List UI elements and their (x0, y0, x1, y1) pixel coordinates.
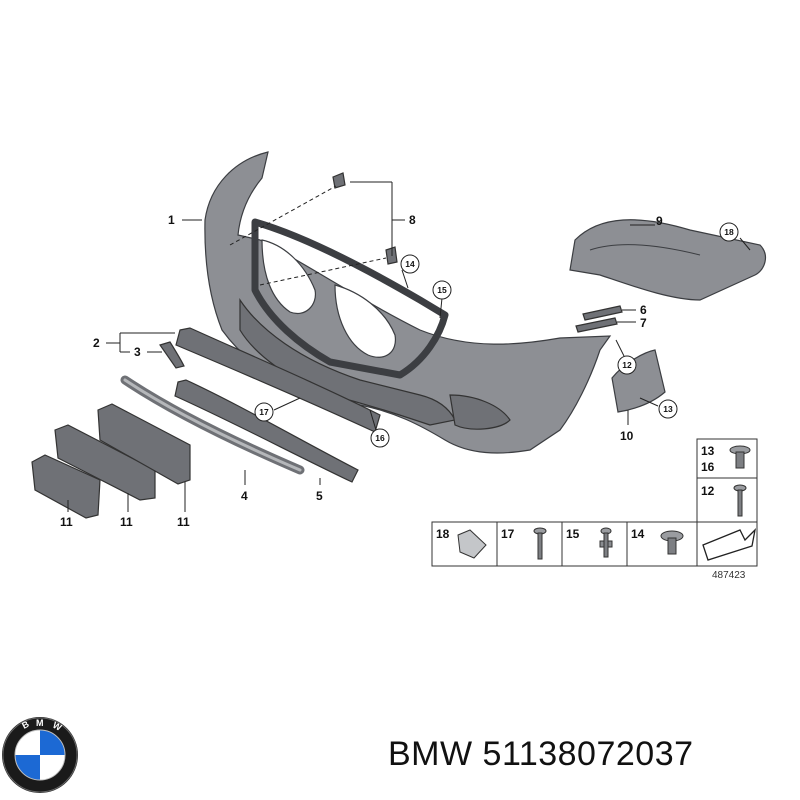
arrow-icon (702, 528, 757, 561)
svg-text:B: B (20, 719, 31, 731)
carrier-frame (251, 218, 449, 379)
table-label-15: 15 (566, 527, 580, 541)
table-label-18: 18 (436, 527, 450, 541)
bmw-logo-icon: B M W (2, 717, 78, 793)
callout-7: 7 (640, 316, 647, 330)
callout-11a: 11 (60, 515, 73, 529)
bracket-7 (575, 317, 618, 333)
table-label-17: 17 (501, 527, 515, 541)
plate-base-11c (97, 403, 191, 485)
callout-16: 16 (375, 433, 385, 443)
callout-5: 5 (316, 489, 323, 503)
callout-9: 9 (656, 214, 663, 228)
svg-text:M: M (36, 718, 44, 728)
molding-3 (159, 341, 185, 369)
callout-8: 8 (409, 213, 416, 227)
callout-14: 14 (405, 259, 415, 269)
callout-2: 2 (93, 336, 100, 350)
bumper-cover (204, 151, 612, 454)
table-label-13: 13 (701, 444, 715, 458)
reinforcement-4-highlight (123, 378, 302, 472)
callout-11b: 11 (120, 515, 133, 529)
plate-base-11a (31, 454, 101, 519)
callout-layer: 1 2 3 4 5 6 7 8 9 10 11 11 11 12 (60, 181, 751, 529)
callout-4: 4 (241, 489, 248, 503)
screw-15-icon (599, 527, 613, 558)
part-number-caption: BMW 51138072037 (388, 735, 694, 773)
expanding-nut-icon (729, 445, 751, 469)
upper-bracket (569, 219, 767, 301)
callout-1: 1 (168, 213, 175, 227)
lower-strip-2 (175, 327, 381, 433)
spring-clip-18-icon (457, 529, 487, 559)
callout-15: 15 (437, 285, 447, 295)
table-label-14: 14 (631, 527, 645, 541)
plate-base-11b (54, 424, 156, 501)
nut-14-icon (660, 530, 684, 555)
callout-13: 13 (663, 404, 673, 414)
table-label-16: 16 (701, 460, 715, 474)
screw-12-icon (733, 484, 747, 517)
callout-18: 18 (724, 227, 734, 237)
diagram-number: 487423 (712, 570, 746, 581)
clip-8-top (332, 172, 346, 189)
callout-10: 10 (620, 429, 634, 443)
trim-5 (174, 379, 359, 483)
table-label-12: 12 (701, 484, 715, 498)
screw-17-icon (533, 527, 547, 560)
callout-17: 17 (259, 407, 269, 417)
callout-12: 12 (622, 360, 632, 370)
callout-3: 3 (134, 345, 141, 359)
callout-11c: 11 (177, 515, 190, 529)
bracket-6 (582, 305, 623, 321)
fastener-table: 13 16 12 18 17 15 14 (431, 438, 758, 581)
callout-6: 6 (640, 303, 647, 317)
